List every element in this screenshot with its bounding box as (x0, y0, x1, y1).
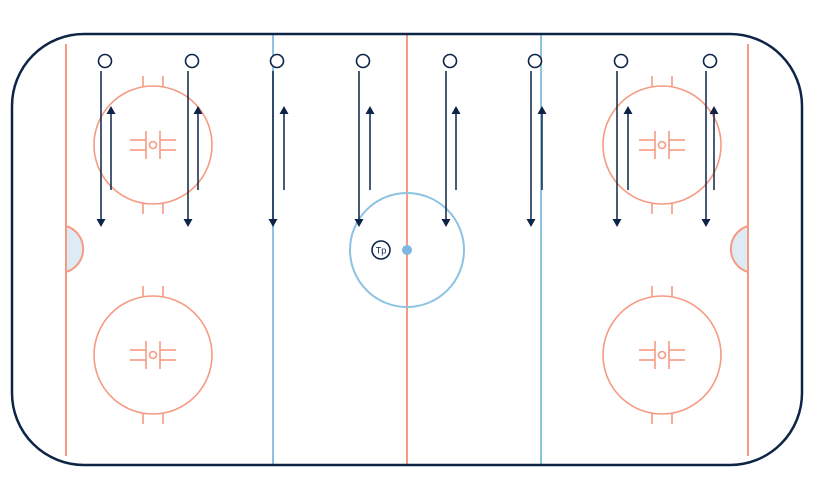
arrowhead-icon (106, 106, 116, 114)
arrowhead-icon (279, 106, 289, 114)
drill-lanes (96, 71, 719, 227)
player-icon (613, 53, 629, 69)
arrowhead-icon (354, 219, 364, 227)
lane-arrows (526, 71, 547, 227)
left-goal-crease (65, 224, 85, 274)
player-markers (97, 53, 718, 69)
arrowhead-icon (268, 219, 278, 227)
center-faceoff-dot (402, 245, 412, 255)
faceoff-circle-bottom-right (602, 286, 722, 424)
arrowhead-icon (183, 219, 193, 227)
arrowhead-icon (623, 106, 633, 114)
lane-arrows (701, 71, 719, 227)
coach-icon (371, 240, 391, 260)
faceoff-circle-bottom-left (93, 286, 213, 424)
arrowhead-icon (441, 219, 451, 227)
player-icon (442, 53, 458, 69)
lane-arrows (441, 71, 461, 227)
faceoff-circle-top-right (602, 76, 722, 214)
coach-label: Tp (376, 246, 387, 256)
arrowhead-icon (365, 106, 375, 114)
lane-arrows (183, 71, 203, 227)
player-icon (97, 53, 113, 69)
lane-arrows (268, 71, 289, 227)
arrowhead-icon (526, 219, 536, 227)
player-icon (527, 53, 543, 69)
player-icon (184, 53, 200, 69)
player-icon (355, 53, 371, 69)
lane-arrows (354, 71, 375, 227)
right-goal-crease (729, 224, 749, 274)
player-icon (269, 53, 285, 69)
arrowhead-icon (701, 219, 711, 227)
arrowhead-icon (96, 219, 106, 227)
faceoff-circle-top-left (93, 76, 213, 214)
coach-marker: Tp (371, 240, 391, 260)
rink-boards (10, 32, 804, 467)
arrowhead-icon (537, 106, 547, 114)
arrowhead-icon (451, 106, 461, 114)
player-icon (702, 53, 718, 69)
center-circle (349, 192, 465, 308)
lane-arrows (96, 71, 116, 227)
arrowhead-icon (709, 106, 719, 114)
lane-arrows (612, 71, 633, 227)
arrowhead-icon (193, 106, 203, 114)
arrowhead-icon (612, 219, 622, 227)
